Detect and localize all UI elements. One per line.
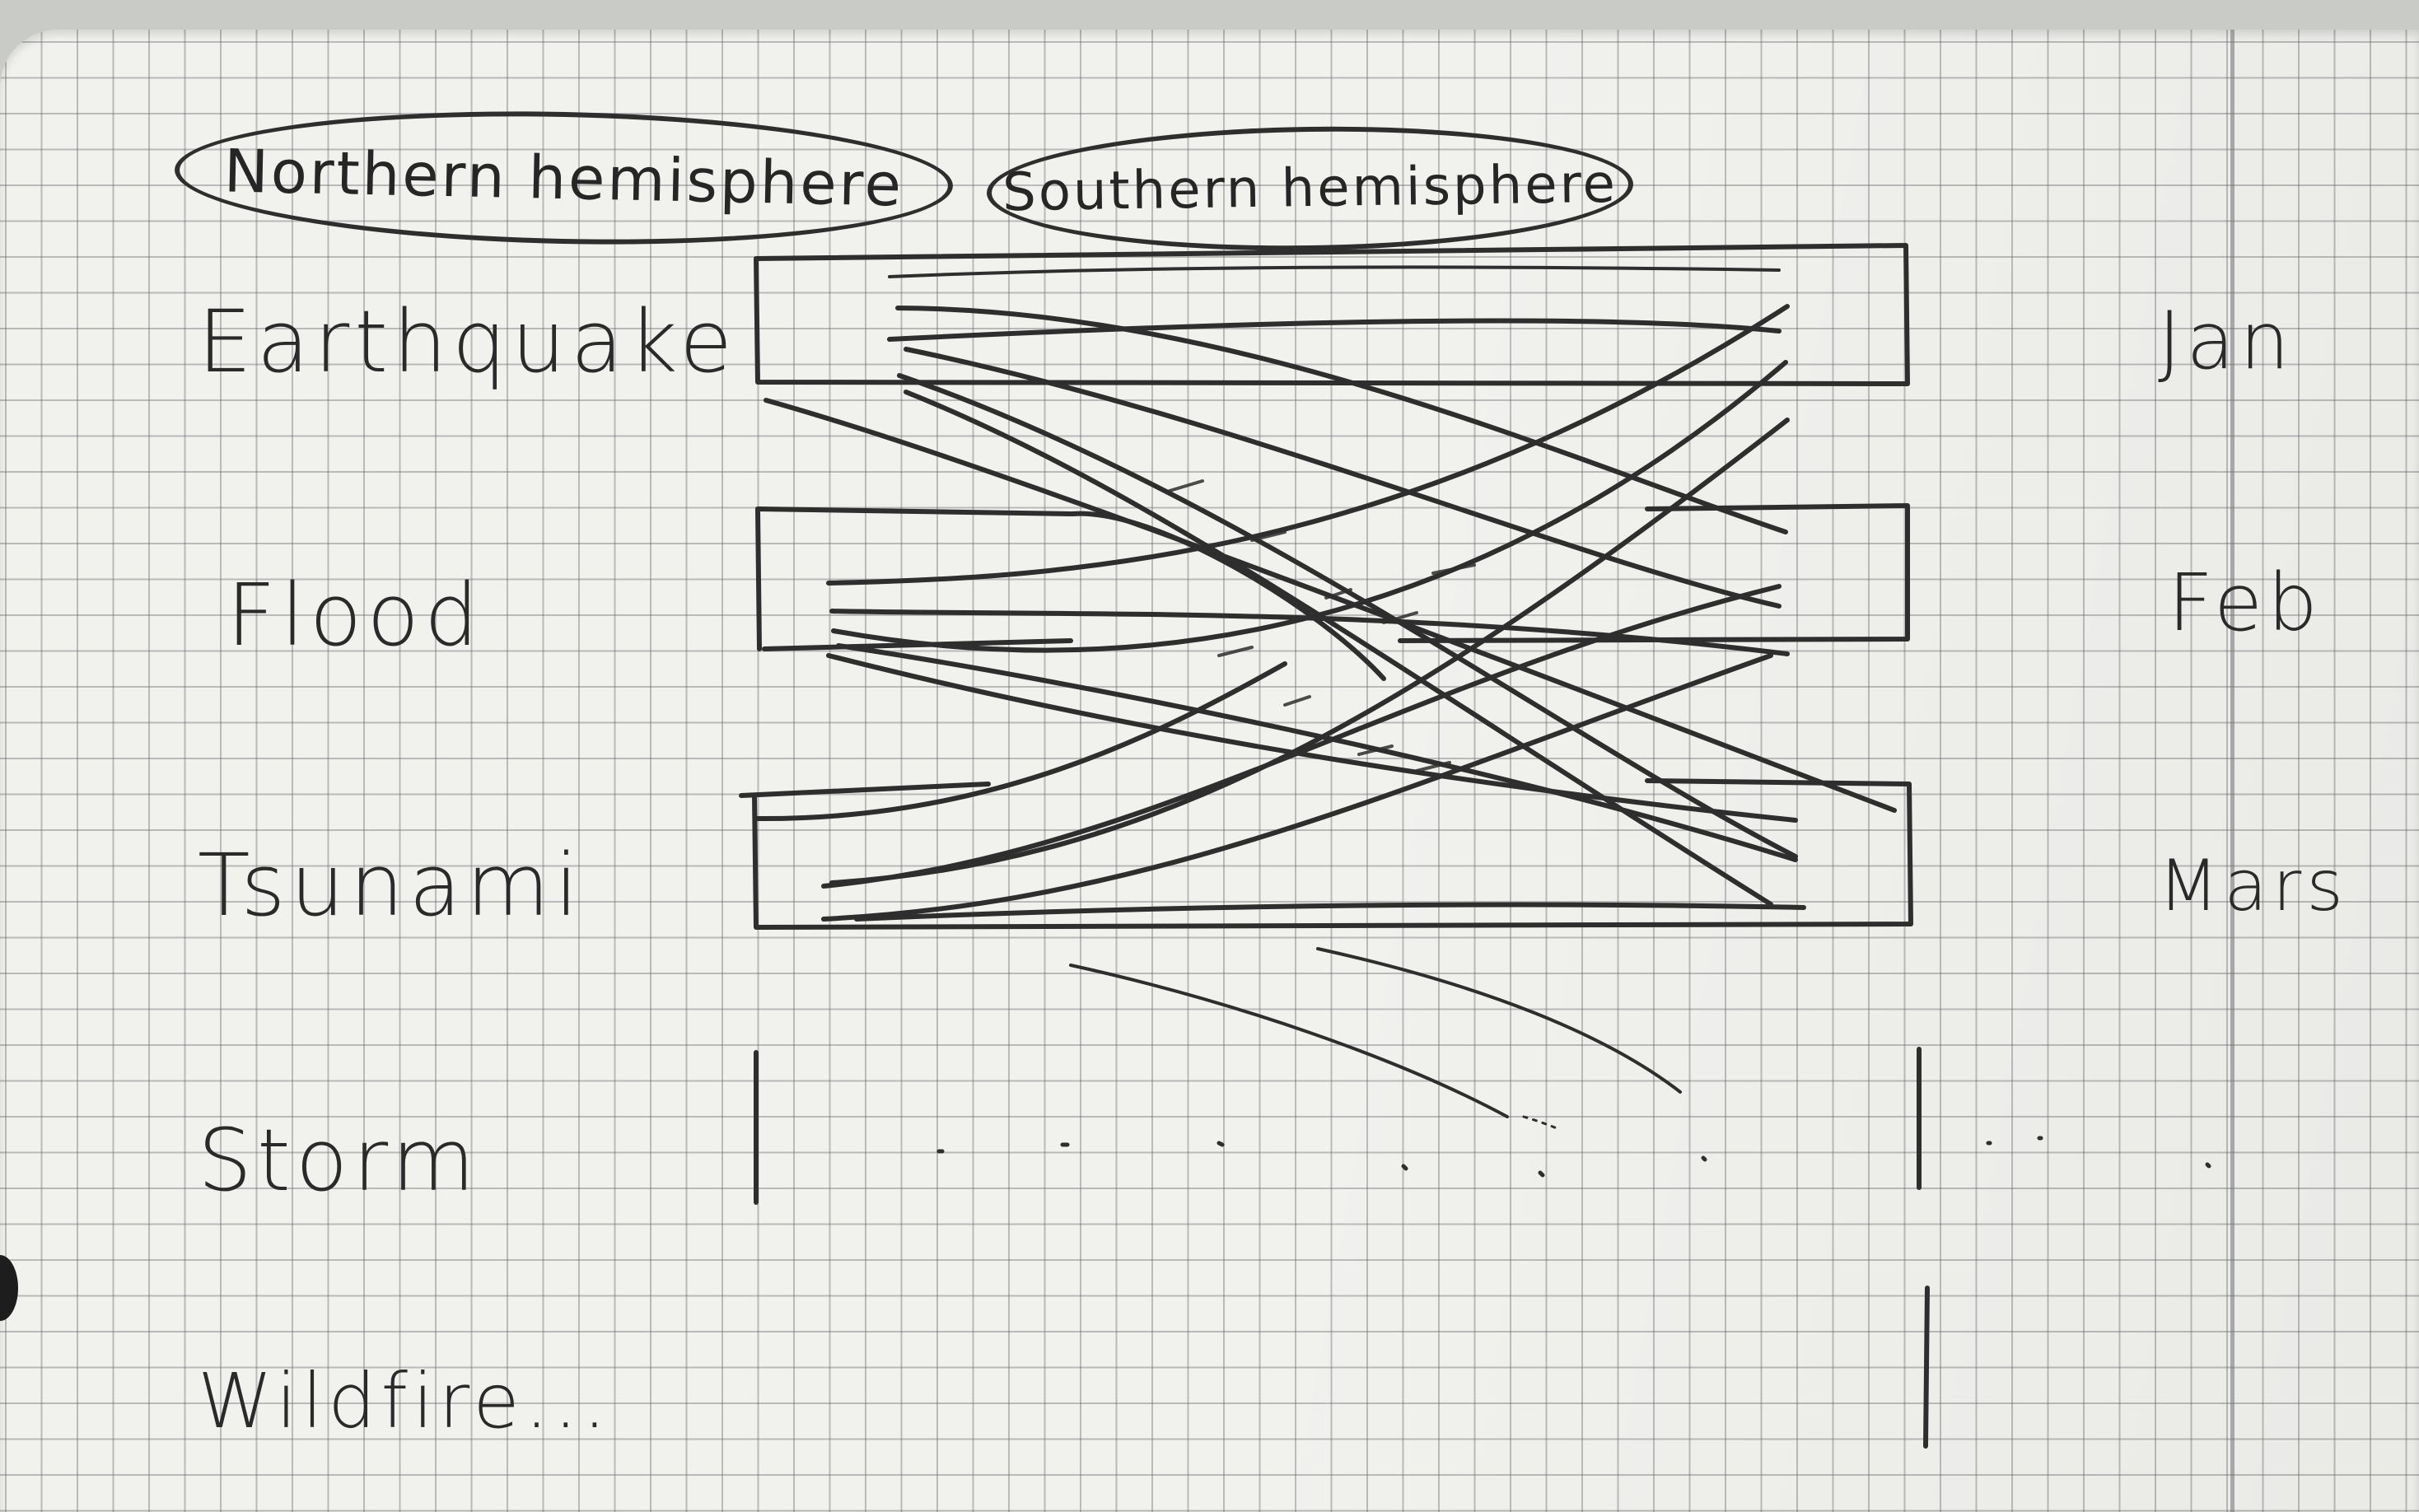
month-label-jan: Jan bbox=[2158, 295, 2295, 387]
cross-hatch bbox=[1168, 479, 1476, 772]
row-label-flood: Flood bbox=[226, 565, 483, 665]
storm-axis bbox=[754, 1047, 1930, 1449]
row-label-wildfire: Wildfire... bbox=[198, 1357, 612, 1445]
row-label-storm: Storm bbox=[198, 1110, 480, 1211]
flows-flood bbox=[826, 304, 1798, 862]
month-label-feb: Feb bbox=[2168, 557, 2323, 649]
row-label-earthquake: Earthquake bbox=[198, 292, 738, 392]
storm-dots bbox=[936, 1136, 2211, 1178]
margin-line bbox=[2230, 30, 2235, 1512]
flows-tsunami bbox=[755, 418, 1806, 1130]
earthquake-box bbox=[754, 243, 1910, 386]
sankey-sketch bbox=[739, 243, 2211, 1449]
punch-hole bbox=[0, 1255, 18, 1321]
month-label-mars: Mars bbox=[2158, 845, 2349, 927]
row-label-tsunami: Tsunami bbox=[198, 835, 584, 936]
